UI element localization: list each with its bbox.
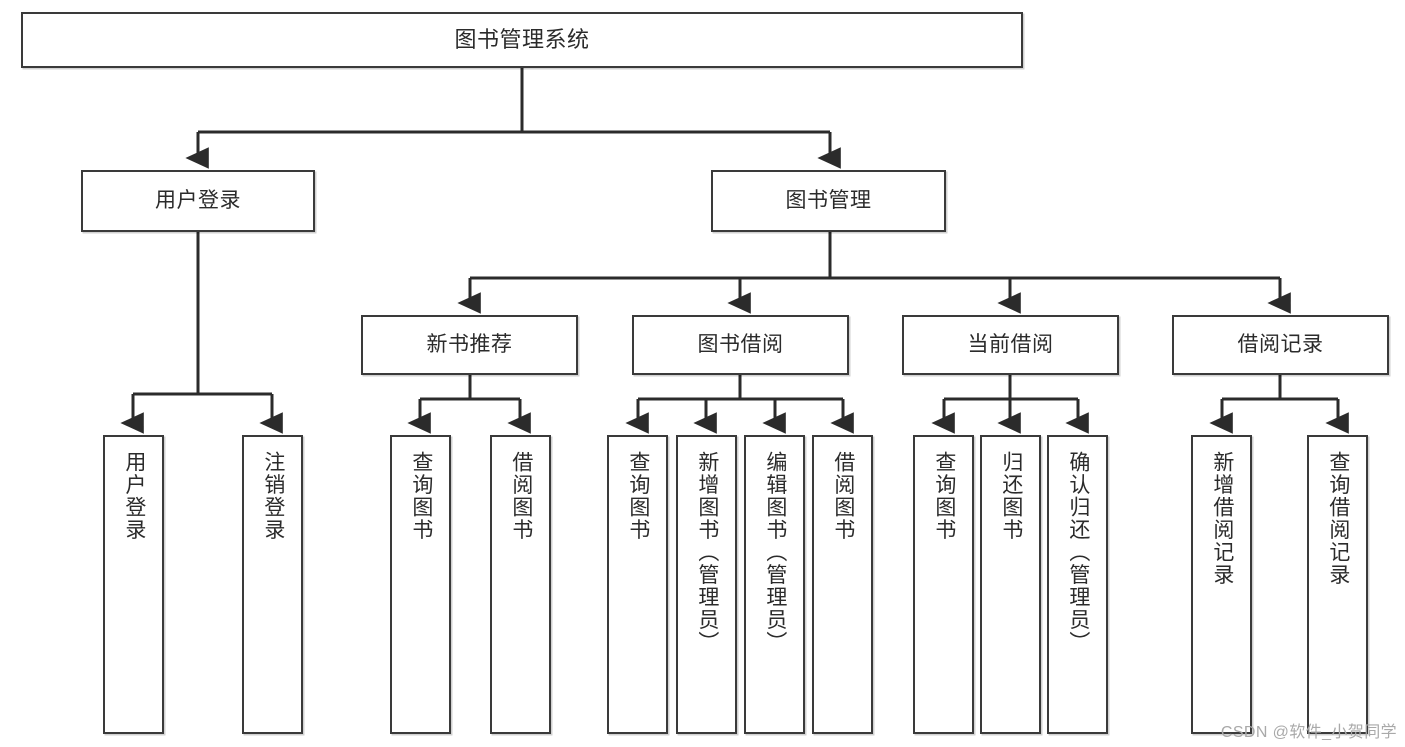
node-leaf-user-login[interactable]: 用户登录 bbox=[103, 435, 164, 734]
node-borrow-record[interactable]: 借阅记录 bbox=[1172, 315, 1389, 375]
node-leaf-add-book-admin[interactable]: 新增图书（管理员） bbox=[676, 435, 737, 734]
node-leaf-query-book-borrow[interactable]: 查询图书 bbox=[607, 435, 668, 734]
node-label: 用户登录 bbox=[155, 188, 241, 212]
node-leaf-logout[interactable]: 注销登录 bbox=[242, 435, 303, 734]
node-label: 查询图书 bbox=[626, 451, 650, 541]
node-label: 编辑图书（管理员） bbox=[763, 451, 787, 654]
node-label: 新增借阅记录 bbox=[1210, 451, 1234, 586]
node-label: 图书借阅 bbox=[697, 332, 784, 356]
node-book-management-module[interactable]: 图书管理 bbox=[711, 170, 946, 232]
node-label: 新书推荐 bbox=[426, 332, 513, 356]
node-leaf-confirm-return-admin[interactable]: 确认归还（管理员） bbox=[1047, 435, 1108, 734]
node-leaf-query-book-current[interactable]: 查询图书 bbox=[913, 435, 974, 734]
node-label: 借阅图书 bbox=[831, 451, 855, 541]
node-label: 归还图书 bbox=[999, 451, 1023, 541]
node-label: 用户登录 bbox=[122, 451, 146, 541]
node-label: 查询图书 bbox=[932, 451, 956, 541]
node-label: 借阅记录 bbox=[1237, 332, 1324, 356]
node-leaf-borrow-book[interactable]: 借阅图书 bbox=[812, 435, 873, 734]
node-book-borrow[interactable]: 图书借阅 bbox=[632, 315, 849, 375]
node-label: 借阅图书 bbox=[509, 451, 533, 541]
node-label: 注销登录 bbox=[261, 451, 285, 541]
node-current-borrow[interactable]: 当前借阅 bbox=[902, 315, 1119, 375]
node-label: 新增图书（管理员） bbox=[695, 451, 719, 654]
node-label: 确认归还（管理员） bbox=[1066, 451, 1090, 654]
node-label: 图书管理系统 bbox=[454, 27, 590, 53]
node-new-book-recommend[interactable]: 新书推荐 bbox=[361, 315, 578, 375]
node-label: 图书管理 bbox=[785, 188, 872, 212]
watermark: CSDN @软件_小贺同学 bbox=[1220, 724, 1397, 741]
node-leaf-edit-book-admin[interactable]: 编辑图书（管理员） bbox=[744, 435, 805, 734]
node-leaf-query-borrow-record[interactable]: 查询借阅记录 bbox=[1307, 435, 1368, 734]
node-leaf-borrow-book-recommend[interactable]: 借阅图书 bbox=[490, 435, 551, 734]
node-label: 查询借阅记录 bbox=[1326, 451, 1350, 586]
node-root-system[interactable]: 图书管理系统 bbox=[21, 12, 1023, 68]
node-label: 当前借阅 bbox=[967, 332, 1054, 356]
node-leaf-return-book[interactable]: 归还图书 bbox=[980, 435, 1041, 734]
node-user-login-module[interactable]: 用户登录 bbox=[81, 170, 315, 232]
node-leaf-add-borrow-record[interactable]: 新增借阅记录 bbox=[1191, 435, 1252, 734]
node-leaf-query-book-recommend[interactable]: 查询图书 bbox=[390, 435, 451, 734]
node-label: 查询图书 bbox=[409, 451, 433, 541]
